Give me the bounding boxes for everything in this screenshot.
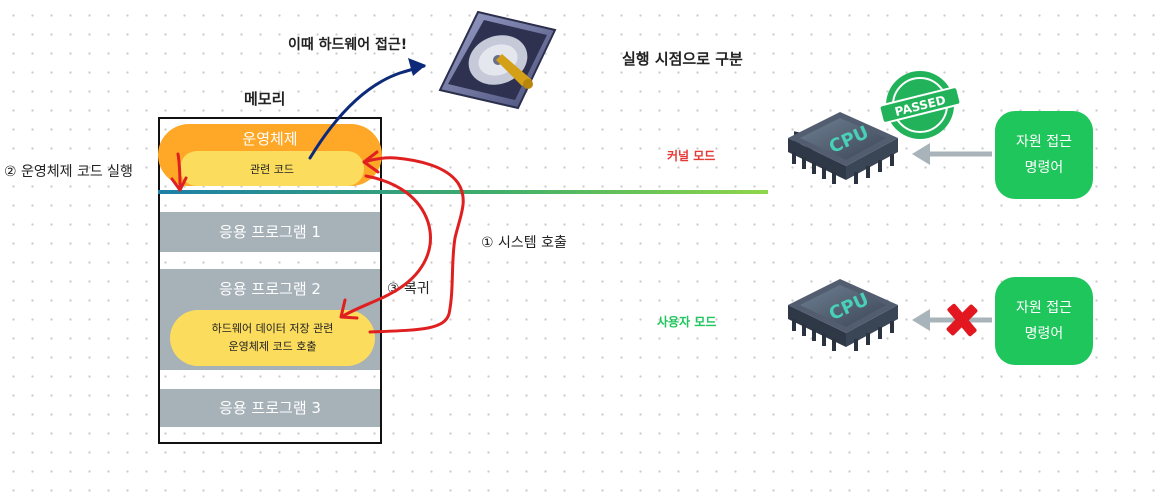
os-exec-arrowhead: [170, 176, 188, 192]
return-arrow: [341, 174, 432, 318]
hardware-call-code: 하드웨어 데이터 저장 관련 운영체제 코드 호출: [170, 310, 375, 366]
syscall-arrowhead: [362, 150, 380, 174]
return-arrowhead: [339, 298, 359, 320]
hardware-call-line-2: 운영체제 코드 호출: [228, 340, 317, 353]
hardware-call-line-1: 하드웨어 데이터 저장 관련: [211, 322, 334, 335]
blocked-x-icon: [946, 303, 978, 337]
operating-system-label: 운영체제: [242, 130, 298, 148]
passed-badge-icon: PASSED: [878, 71, 962, 139]
os-related-code-label: 관련 코드: [250, 162, 294, 176]
application-3: 응용 프로그램 3: [160, 389, 380, 427]
memory-box: [158, 117, 382, 444]
memory-title: 메모리: [244, 90, 286, 108]
syscall-arrow: [362, 156, 465, 334]
application-1: 응용 프로그램 1: [160, 212, 380, 252]
application-1-label: 응용 프로그램 1: [219, 223, 321, 241]
application-2-label: 응용 프로그램 2: [219, 280, 321, 298]
kernel-instruction-box: 자원 접근 명령어: [995, 111, 1093, 199]
user-instruction-line-2: 명령어: [1024, 326, 1064, 342]
kernel-mode-label: 커널 모드: [667, 149, 716, 163]
syscall-label: ① 시스템 호출: [481, 235, 567, 251]
user-instruction-box: 자원 접근 명령어: [995, 277, 1093, 365]
return-label: ③ 복귀: [387, 281, 430, 297]
user-instruction-line-1: 자원 접근: [1016, 300, 1072, 316]
hardware-access-arrowhead: [408, 58, 426, 76]
cpu-chip-icon-user: CPU: [788, 279, 898, 351]
hardware-access-arrow: [308, 64, 426, 160]
os-exec-label: ② 운영체제 코드 실행: [4, 164, 133, 180]
user-mode-label: 사용자 모드: [657, 315, 717, 329]
hard-disk-icon: [438, 10, 557, 110]
kernel-instruction-line-1: 자원 접근: [1016, 134, 1072, 150]
instruction-arrow-kernel: [912, 143, 992, 165]
flow-arrows: [170, 150, 465, 334]
os-related-code: 관련 코드: [180, 151, 364, 186]
execution-time-label: 실행 시점으로 구분: [622, 50, 743, 68]
cpu-chip-icon-kernel: CPU: [788, 112, 898, 184]
hardware-access-label: 이때 하드웨어 접근!: [288, 37, 408, 53]
application-3-label: 응용 프로그램 3: [219, 399, 321, 417]
kernel-instruction-line-2: 명령어: [1024, 160, 1064, 176]
os-exec-arrow: [176, 152, 182, 190]
